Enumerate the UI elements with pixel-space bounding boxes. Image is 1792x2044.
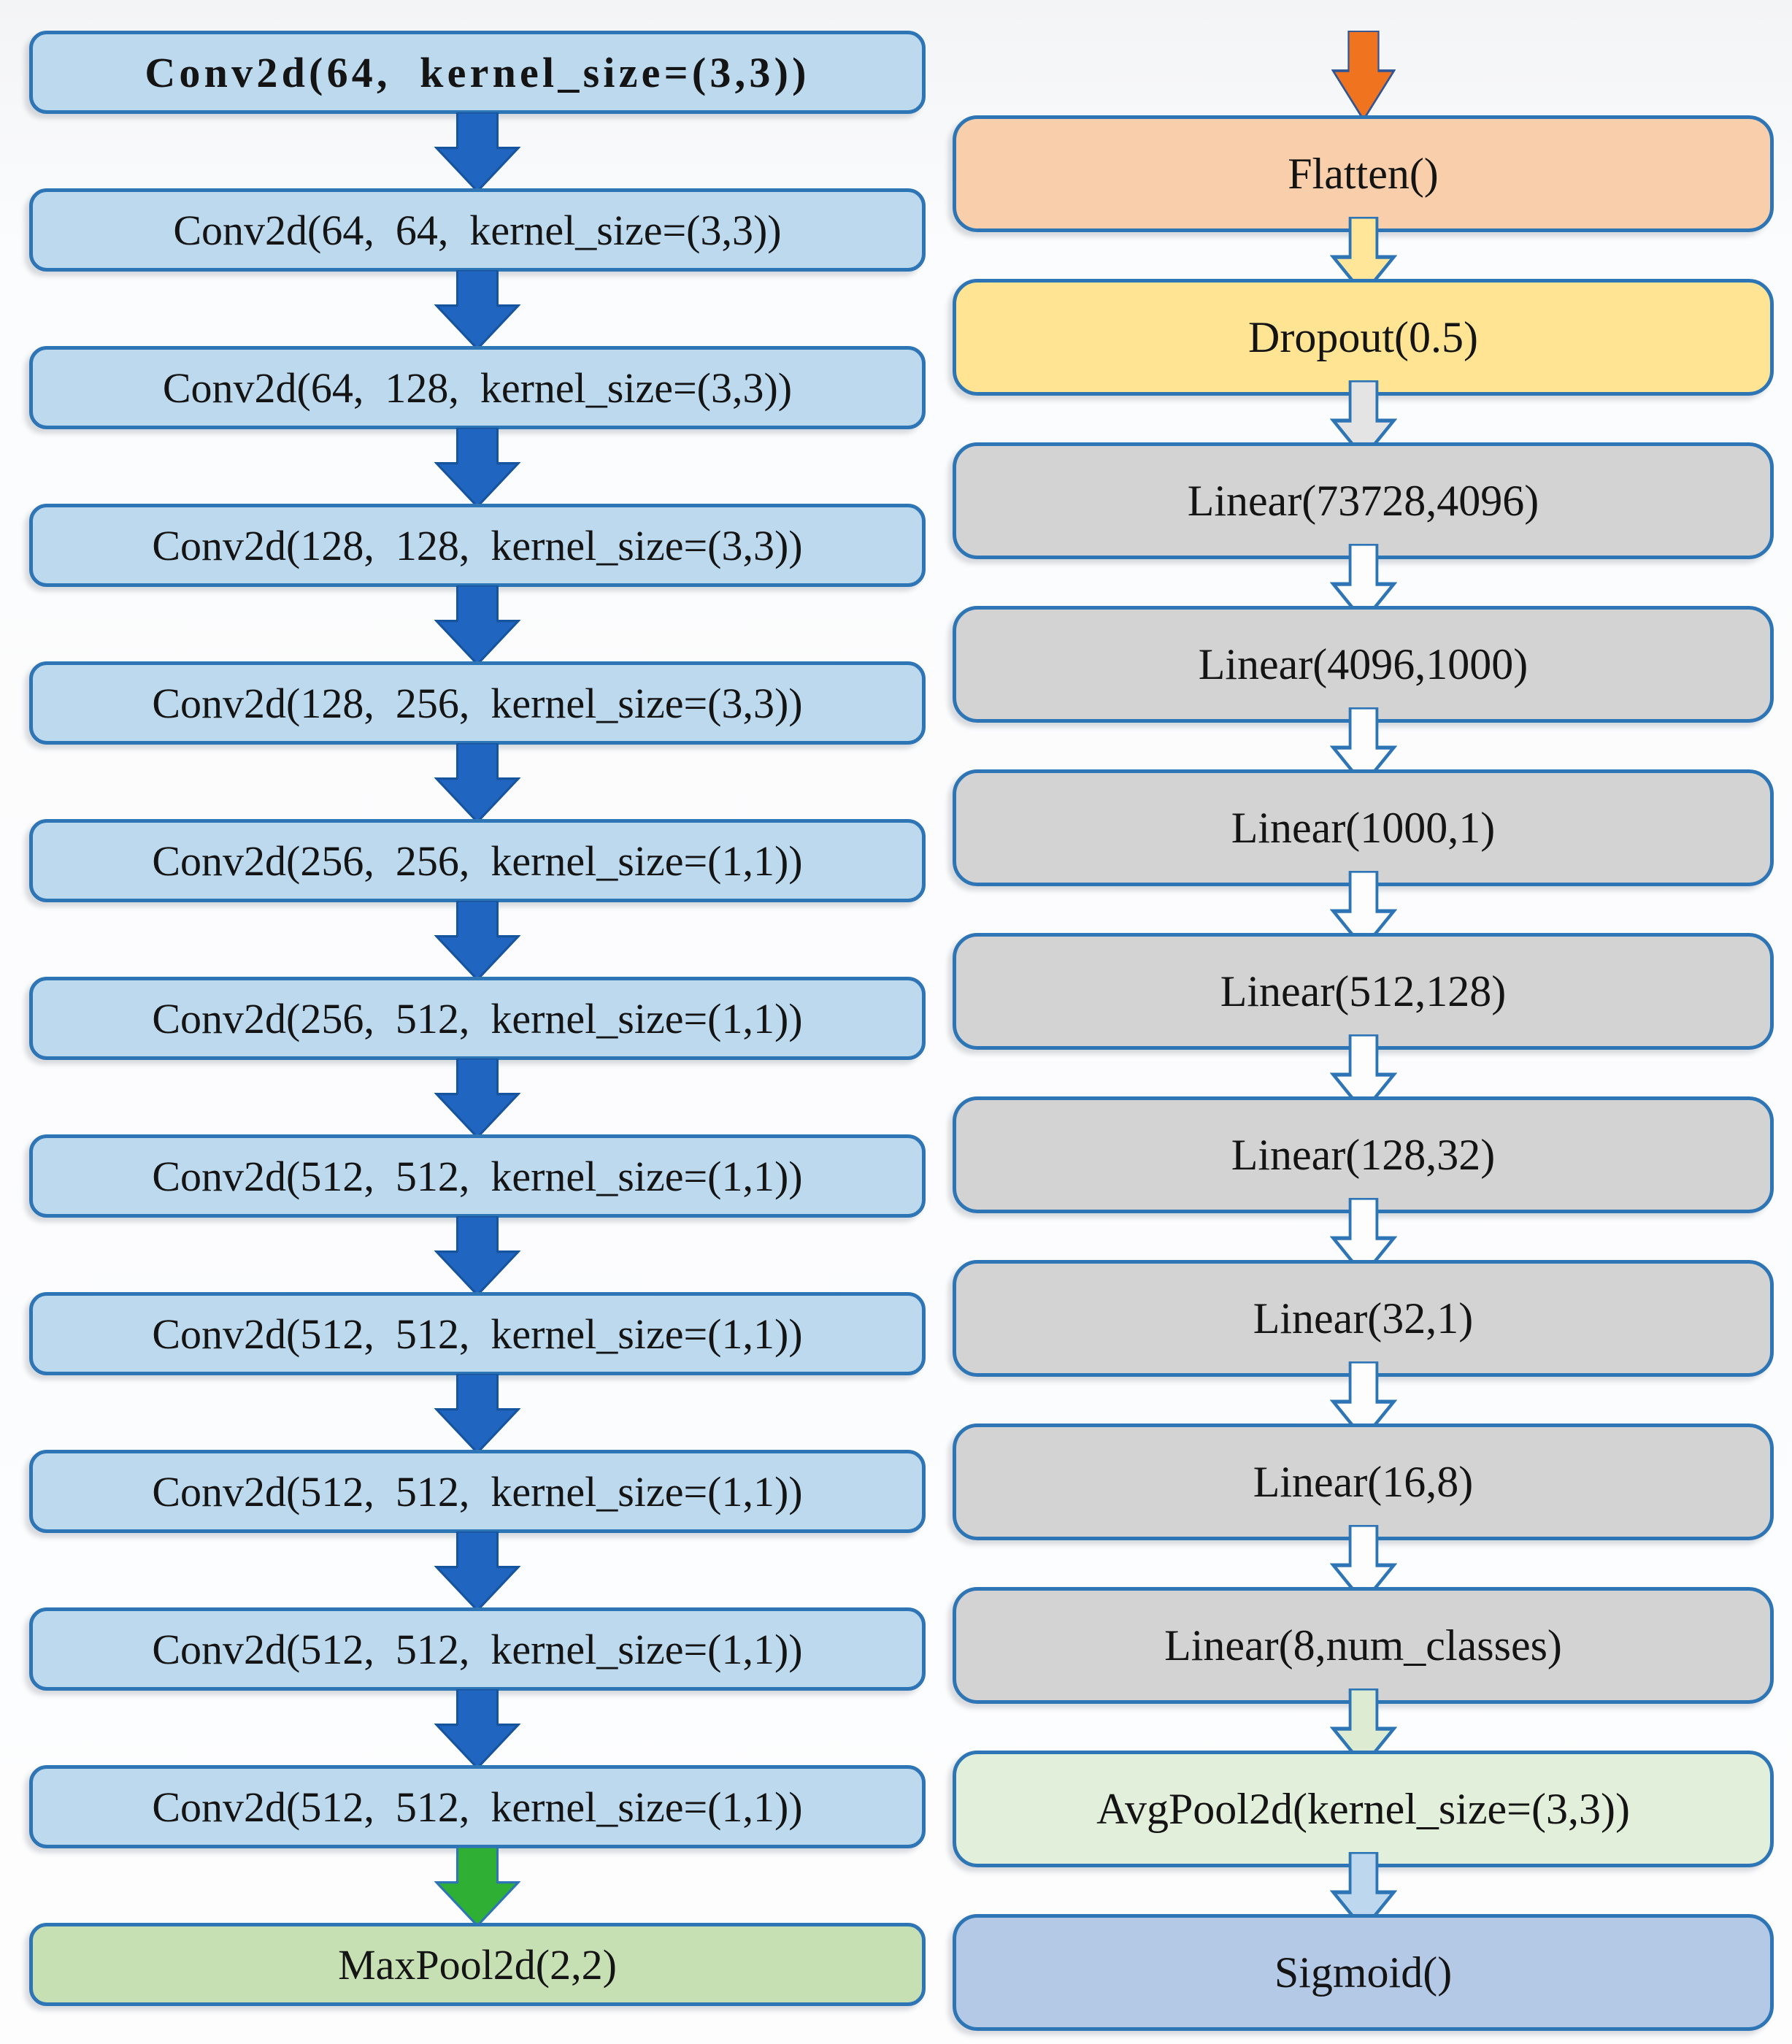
flow-connector (29, 1216, 926, 1295)
down-arrow-icon (1329, 217, 1397, 294)
down-arrow-icon (434, 743, 520, 822)
flow-connector (953, 707, 1774, 785)
conv-layer-box: Conv2d(64, kernel_size=(3,3)) (29, 31, 926, 114)
maxpool-layer-box: MaxPool2d(2,2) (29, 1923, 926, 2006)
conv-layer-box: Conv2d(512, 512, kernel_size=(1,1)) (29, 1765, 926, 1848)
down-arrow-icon (1329, 1525, 1397, 1602)
conv-layer-box: Conv2d(512, 512, kernel_size=(1,1)) (29, 1292, 926, 1375)
conv-layer-box: Conv2d(64, 64, kernel_size=(3,3)) (29, 188, 926, 272)
conv-layer-box: Conv2d(128, 128, kernel_size=(3,3)) (29, 504, 926, 587)
down-arrow-icon (434, 112, 520, 191)
down-arrow-icon (434, 1216, 520, 1295)
linear-layer-box: Linear(73728,4096) (953, 442, 1774, 559)
down-arrow-icon (1329, 380, 1397, 458)
flow-connector (953, 1525, 1774, 1602)
input-down-arrow-icon (1331, 31, 1396, 120)
flow-connector (29, 1532, 926, 1610)
flow-connector (29, 1374, 926, 1453)
classifier-column: Flatten() Dropout(0.5) Linear(73728,4096) L… (953, 31, 1774, 2031)
flow-connector (29, 743, 926, 822)
down-arrow-icon (1329, 1688, 1397, 1766)
down-arrow-icon (1329, 544, 1397, 621)
down-arrow-icon (434, 1532, 520, 1610)
flow-connector (953, 871, 1774, 948)
down-arrow-icon (434, 428, 520, 507)
conv-layer-box: Conv2d(512, 512, kernel_size=(1,1)) (29, 1607, 926, 1691)
flow-connector (953, 1034, 1774, 1112)
flow-connector (29, 270, 926, 349)
flow-connector (953, 1198, 1774, 1275)
flow-connector (953, 1361, 1774, 1439)
flow-connector (29, 1847, 926, 1926)
down-arrow-icon (434, 585, 520, 664)
conv-layer-box: Conv2d(256, 256, kernel_size=(1,1)) (29, 819, 926, 902)
linear-layer-box: Linear(128,32) (953, 1096, 1774, 1213)
down-arrow-icon (1329, 1361, 1397, 1439)
down-arrow-icon (434, 1847, 520, 1926)
linear-layer-box: Linear(16,8) (953, 1424, 1774, 1540)
down-arrow-icon (434, 1374, 520, 1453)
flow-connector (29, 1058, 926, 1137)
conv-layer-box: Conv2d(128, 256, kernel_size=(3,3)) (29, 661, 926, 745)
avgpool-layer-box: AvgPool2d(kernel_size=(3,3)) (953, 1751, 1774, 1867)
down-arrow-icon (434, 1058, 520, 1137)
flatten-layer-box: Flatten() (953, 115, 1774, 232)
down-arrow-icon (1329, 1852, 1397, 1929)
down-arrow-icon (434, 901, 520, 980)
flow-connector (953, 1852, 1774, 1929)
linear-layer-box: Linear(4096,1000) (953, 606, 1774, 723)
flow-connector (29, 112, 926, 191)
conv-layer-box: Conv2d(64, 128, kernel_size=(3,3)) (29, 346, 926, 429)
dropout-layer-box: Dropout(0.5) (953, 279, 1774, 396)
flow-connector (953, 31, 1774, 120)
linear-layer-box: Linear(8,num_classes) (953, 1587, 1774, 1704)
down-arrow-icon (1329, 871, 1397, 948)
flow-connector (953, 217, 1774, 294)
conv-layer-box: Conv2d(512, 512, kernel_size=(1,1)) (29, 1134, 926, 1218)
down-arrow-icon (434, 1689, 520, 1768)
flow-connector (29, 1689, 926, 1768)
linear-layer-box: Linear(32,1) (953, 1260, 1774, 1377)
flow-connector (29, 901, 926, 980)
flow-connector (953, 1688, 1774, 1766)
linear-layer-box: Linear(512,128) (953, 933, 1774, 1050)
flow-connector (29, 585, 926, 664)
down-arrow-icon (1329, 707, 1397, 785)
flow-connector (29, 428, 926, 507)
sigmoid-layer-box: Sigmoid() (953, 1914, 1774, 2031)
down-arrow-icon (1329, 1034, 1397, 1112)
conv-layer-box: Conv2d(512, 512, kernel_size=(1,1)) (29, 1450, 926, 1533)
flow-connector (953, 380, 1774, 458)
down-arrow-icon (1329, 1198, 1397, 1275)
linear-layer-box: Linear(1000,1) (953, 769, 1774, 886)
flow-connector (953, 544, 1774, 621)
down-arrow-icon (434, 270, 520, 349)
conv-layer-box: Conv2d(256, 512, kernel_size=(1,1)) (29, 977, 926, 1060)
conv-feature-column: Conv2d(64, kernel_size=(3,3)) Conv2d(64, … (29, 31, 926, 2006)
